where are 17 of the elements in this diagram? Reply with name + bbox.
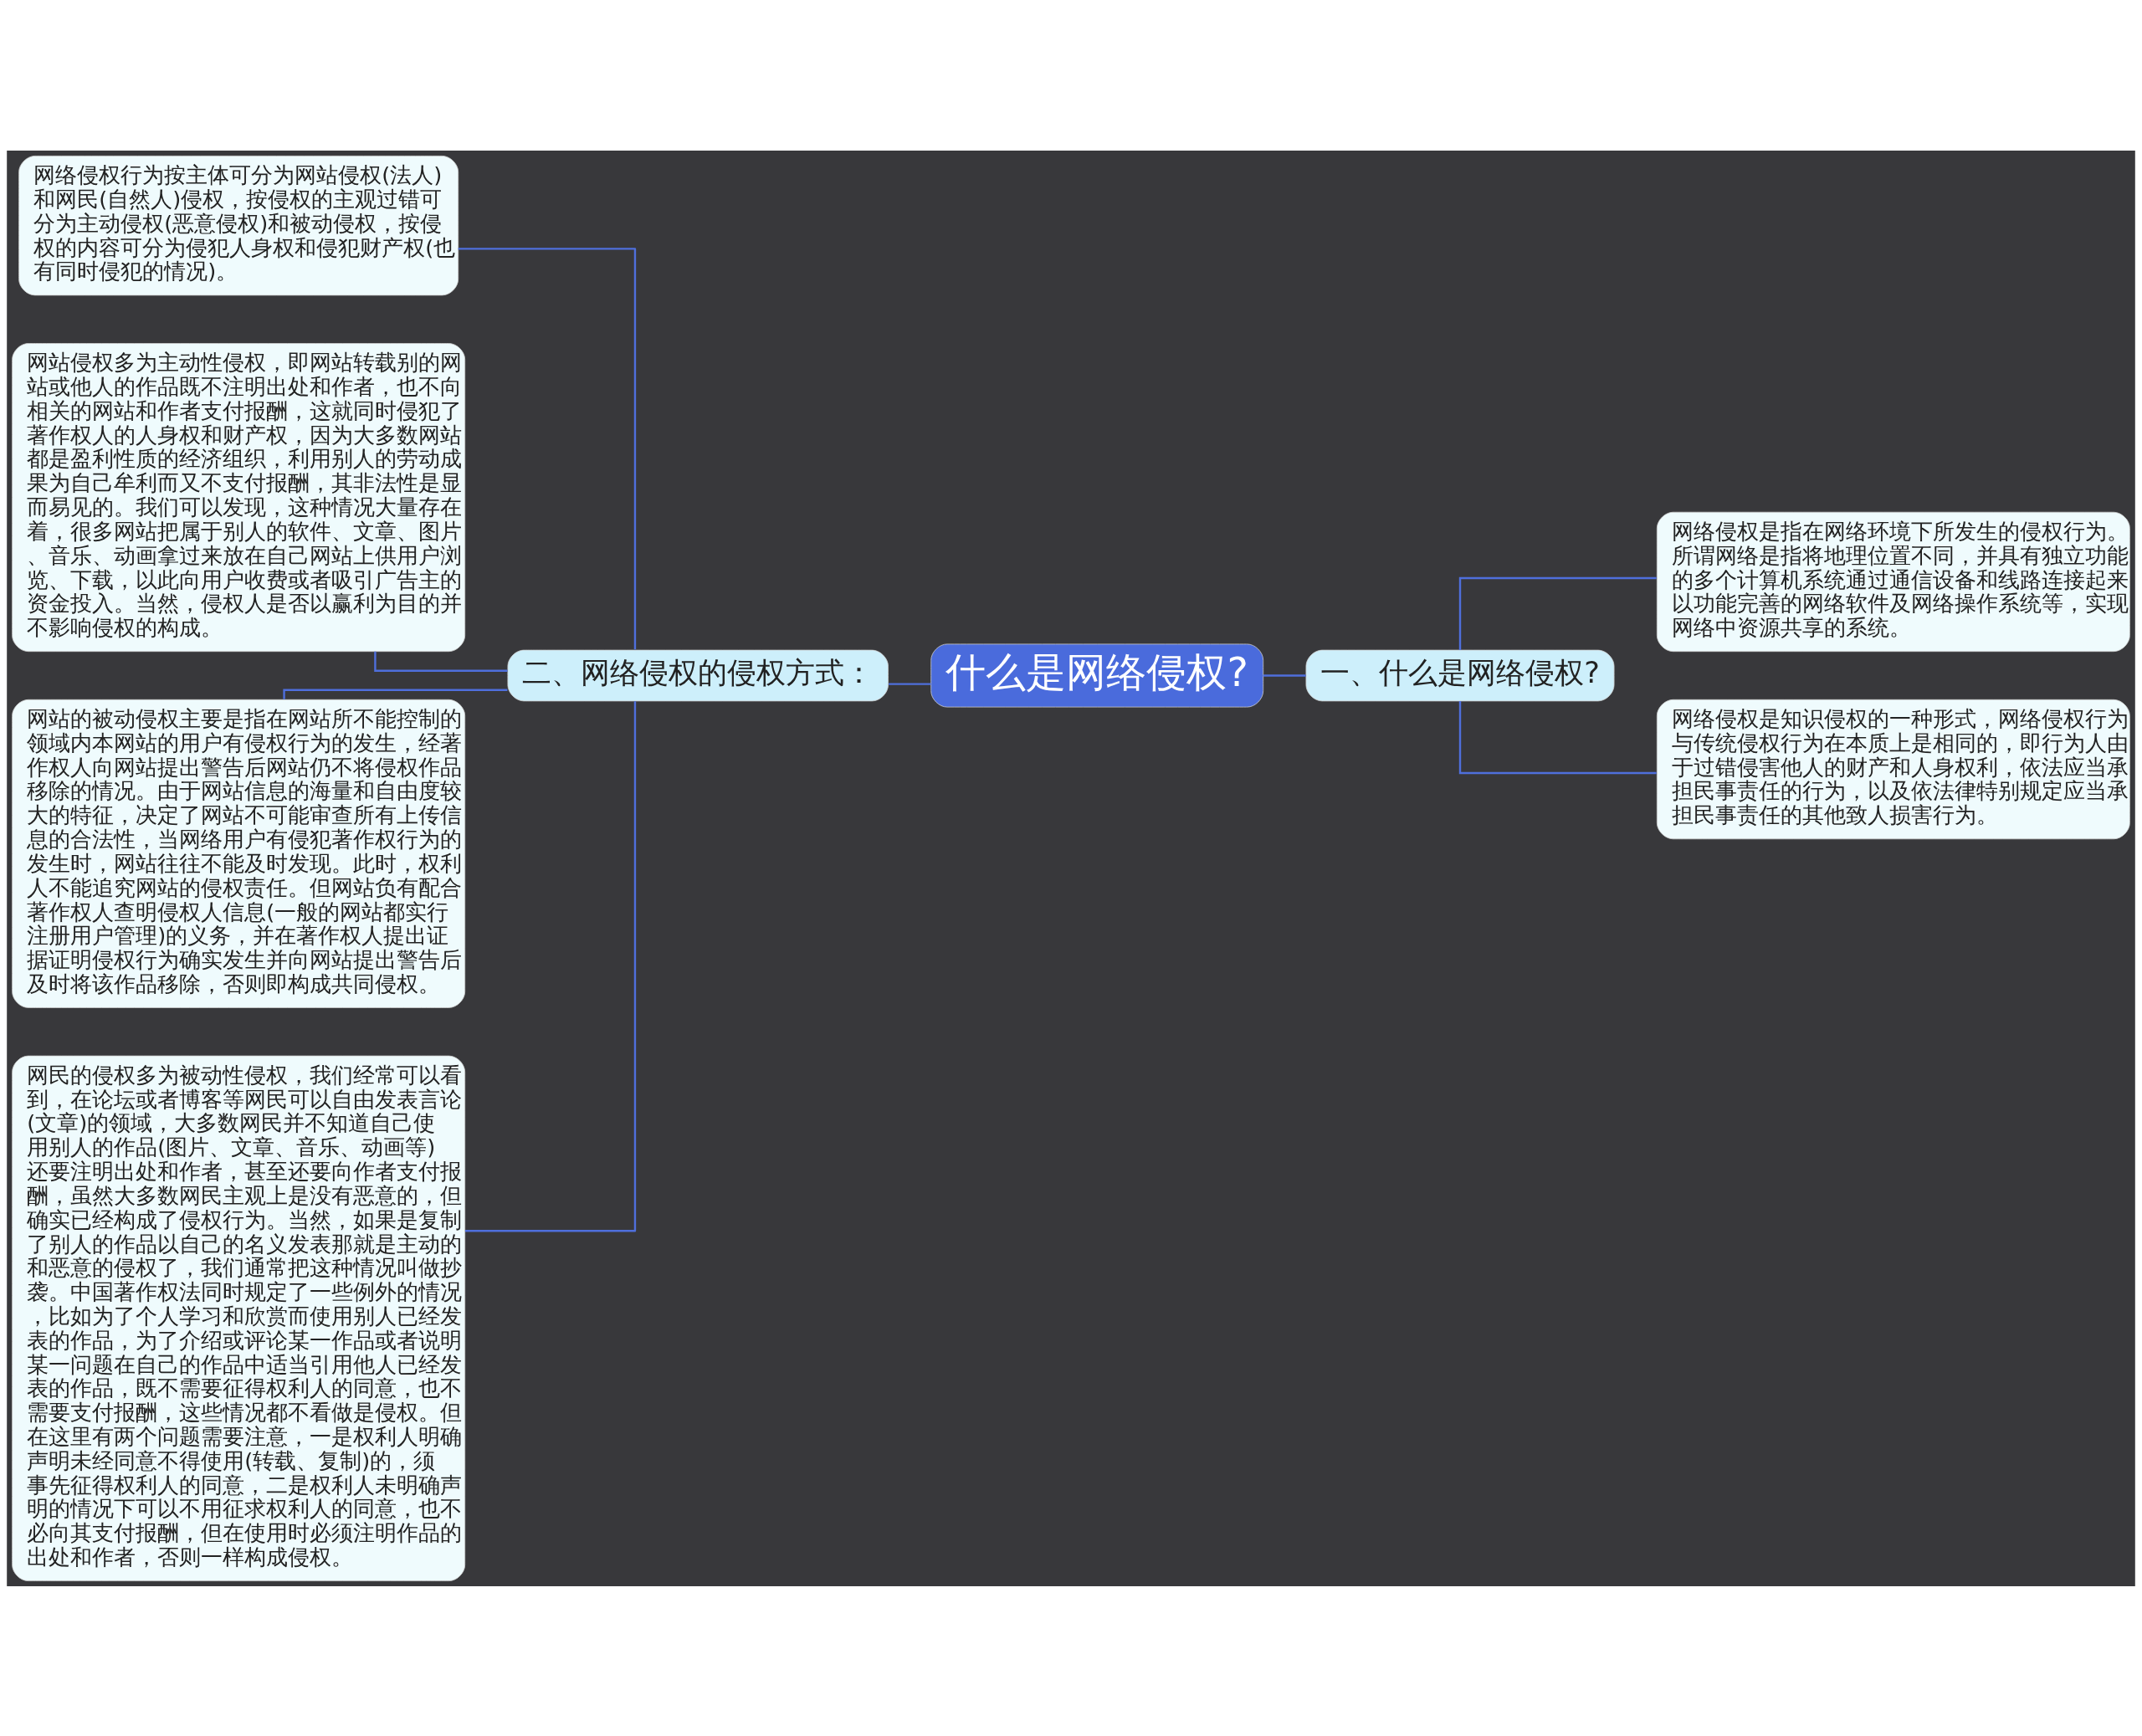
connector <box>458 247 637 649</box>
node-box: 网络侵权是指在网络环境下所发生的侵权行为。所谓网络是指将地理位置不同，并具有独立功能的多个计算机系统通过通信设备和线路连接起来以功能完善的网络软件及网络操作系统等，实现网络中资源共享的系统。 <box>1656 511 2130 652</box>
connector <box>374 651 508 672</box>
node-box: 二、网络侵权的侵权方式： <box>507 649 889 701</box>
connector <box>1458 700 1657 774</box>
connector <box>1263 673 1306 677</box>
connector <box>464 700 637 1232</box>
node-box: 网络侵权行为按主体可分为网站侵权(法人)和网民(自然人)侵权，按侵权的主观过错可分为主动侵权(恶意侵权)和被动侵权，按侵权的内容可分为侵犯人身权和侵犯财产权(也有同时侵犯的情况)。 <box>18 155 459 295</box>
connector <box>1458 576 1657 650</box>
node-box: 网站的被动侵权主要是指在网站所不能控制的领域内本网站的用户有侵权行为的发生，经著作权人向网站提出警告后网站仍不将侵权作品移除的情况。由于网站信息的海量和自由度较大的特征，决定了网站不可能审查所有上传信息的合法性，当网络用户有侵犯著作权行为的发生时，网站往往不能及时发现。此时，权利人不能追究网站的侵权责任。但网站负有配合著作权人查明侵权人信息(一般的网站都实行注册用户管理)的义务，并在著作权人提出证据证明侵权行为确实发生并向网站提出警告后及时将该作品移除，否则即构成共同侵权。 <box>12 699 466 1008</box>
connector <box>889 682 931 685</box>
node-box: 一、什么是网络侵权? <box>1305 649 1615 701</box>
node-box: 网络侵权是知识侵权的一种形式，网络侵权行为与传统侵权行为在本质上是相同的，即行为人由于过错侵害他人的财产和人身权利，依法应当承担民事责任的行为，以及依法律特别规定应当承担民事责任的其他致人损害行为。 <box>1656 699 2130 839</box>
node-box: 什么是网络侵权? <box>930 643 1264 707</box>
node-box: 网站侵权多为主动性侵权，即网站转载别的网站或他人的作品既不注明出处和作者，也不向相关的网站和作者支付报酬，这就同时侵犯了著作权人的人身权和财产权，因为大多数网站都是盈利性质的经济组织，利用别人的劳动成果为自己牟利而又不支付报酬，其非法性是显而易见的。我们可以发现，这种情况大量存在着，很多网站把属于别人的软件、文章、图片、音乐、动画拿过来放在自己网站上供用户浏览、下载，以此向用户收费或者吸引广告主的资金投入。当然，侵权人是否以赢利为目的并不影响侵权的构成。 <box>12 342 466 652</box>
node-box: 网民的侵权多为被动性侵权，我们经常可以看到，在论坛或者博客等网民可以自由发表言论(文章)的领域，大多数网民并不知道自己使用别人的作品(图片、文章、音乐、动画等)还要注明出处和作者，甚至还要向作者支付报酬，虽然大多数网民主观上是没有恶意的，但确实已经构成了侵权行为。当然，如果是复制了别人的作品以自己的名义发表那就是主动的和恶意的侵权了，我们通常把这种情况叫做抄袭。中国著作权法同时规定了一些例外的情况，比如为了个人学习和欣赏而使用别人已经发表的作品，为了介绍或评论某一作品或者说明某一问题在自己的作品中适当引用他人已经发表的作品，既不需要征得权利人的同意，也不需要支付报酬，这些情况都不看做是侵权。但在这里有两个问题需要注意，一是权利人明确声明未经同意不得使用(转载、复制)的，须事先征得权利人的同意，二是权利人未明确声明的情况下可以不用征求权利人的同意，也不必向其支付报酬，但在使用时必须注明作品的出处和作者，否则一样构成侵权。 <box>12 1055 466 1581</box>
connector <box>283 689 508 699</box>
